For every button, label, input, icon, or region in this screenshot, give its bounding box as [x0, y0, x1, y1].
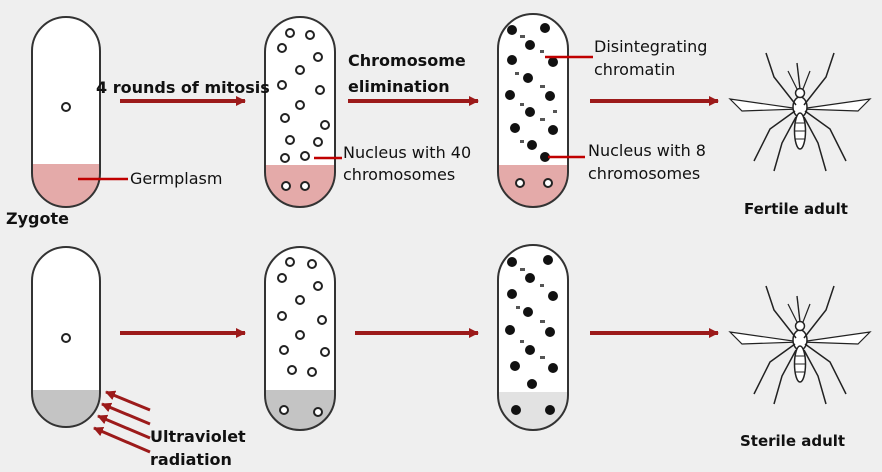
tube-elimination — [493, 14, 573, 215]
label-chromatin: chromatin — [594, 60, 675, 79]
label-zygote: Zygote — [6, 209, 69, 228]
label-fertile-adult: Fertile adult — [744, 200, 848, 219]
label-mitosis: 4 rounds of mitosis — [96, 78, 270, 97]
label-nucleus-8: Nucleus with 8 — [588, 141, 706, 160]
label-chromosomes-40: chromosomes — [343, 165, 455, 184]
fertile-adult-mosquito-icon — [730, 53, 870, 171]
tube-zygote — [28, 17, 104, 214]
label-chromosomes-8: chromosomes — [588, 164, 700, 183]
label-radiation: radiation — [150, 450, 232, 469]
label-ultraviolet: Ultraviolet — [150, 427, 246, 446]
destroyed-germplasm-region — [260, 390, 340, 435]
sterile-adult-mosquito-icon — [730, 286, 870, 404]
destroyed-germplasm-region — [28, 390, 104, 435]
tube-syncytial — [260, 17, 340, 215]
zygote-nucleus-icon — [62, 334, 70, 342]
label-elimination: elimination — [348, 77, 450, 96]
label-chromosome: Chromosome — [348, 51, 466, 70]
tube-irradiated-zygote — [28, 247, 104, 435]
label-nucleus-40: Nucleus with 40 — [343, 143, 471, 162]
uv-arrows — [94, 392, 150, 452]
tube-irradiated-syncytial — [260, 247, 340, 435]
zygote-nucleus-icon — [62, 103, 70, 111]
tube-irradiated-elimination — [493, 245, 573, 437]
label-sterile-adult: Sterile adult — [740, 432, 845, 451]
label-disintegrating: Disintegrating — [594, 37, 707, 56]
process-arrows — [120, 101, 718, 333]
label-germplasm: Germplasm — [130, 169, 222, 188]
